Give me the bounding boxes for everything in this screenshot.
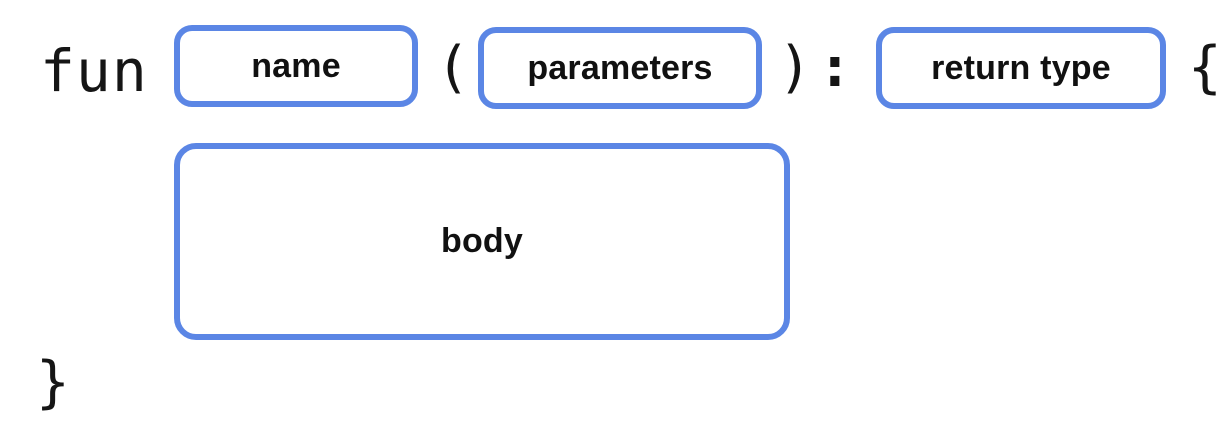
open-brace: { bbox=[1188, 35, 1222, 100]
slot-return-type-label: return type bbox=[931, 48, 1111, 87]
slot-body-label: body bbox=[440, 222, 523, 260]
slot-parameters-label: parameters bbox=[527, 48, 713, 87]
slot-return-type[interactable]: return type bbox=[876, 27, 1166, 109]
keyword-fun: fun bbox=[40, 37, 148, 105]
slot-body[interactable]: body bbox=[174, 143, 790, 340]
close-paren: ) bbox=[778, 35, 812, 100]
slot-name[interactable]: name bbox=[174, 25, 418, 107]
open-paren: ( bbox=[436, 35, 470, 100]
colon-separator: : bbox=[818, 35, 852, 100]
close-brace: } bbox=[36, 350, 70, 415]
slot-parameters[interactable]: parameters bbox=[478, 27, 762, 109]
slot-name-label: name bbox=[251, 46, 341, 85]
